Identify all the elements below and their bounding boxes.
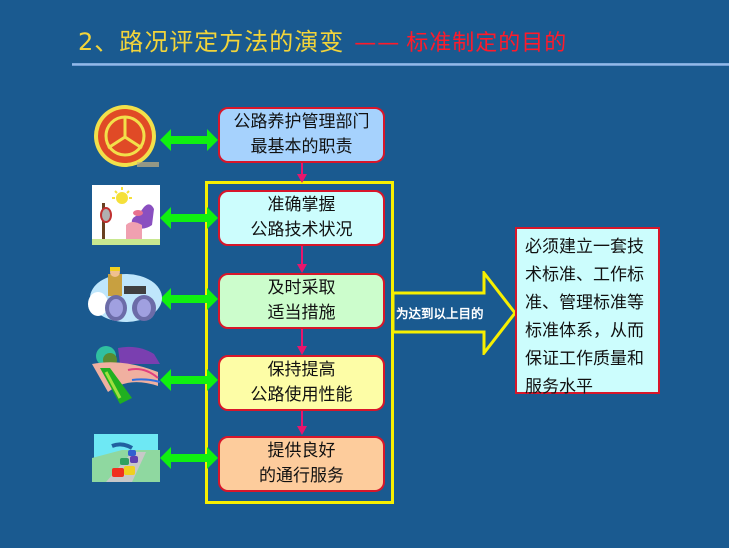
connector-line bbox=[301, 328, 303, 347]
top-box-duty: 公路养护管理部门最基本的职责 bbox=[218, 107, 385, 163]
arrow-label: 为达到以上目的 bbox=[396, 306, 484, 321]
title-divider bbox=[72, 63, 729, 66]
traffic-emblem-icon bbox=[94, 105, 159, 167]
connector-arrowhead bbox=[297, 346, 307, 355]
step-box-take-measures: 及时采取适当措施 bbox=[218, 273, 385, 329]
box-text: 准确掌握 bbox=[267, 195, 336, 215]
slide-title: 2、路况评定方法的演变 ——标准制定的目的 bbox=[78, 22, 567, 57]
traffic-cars-icon bbox=[92, 434, 160, 482]
box-text: 公路技术状况 bbox=[250, 220, 353, 240]
block-arrow-icon bbox=[392, 271, 517, 355]
step-box-good-service: 提供良好的通行服务 bbox=[218, 436, 385, 492]
double-arrow-icon bbox=[160, 369, 218, 391]
road-roller-icon bbox=[88, 267, 162, 322]
connector-arrowhead bbox=[297, 426, 307, 435]
result-line: 标准体系，从而 bbox=[525, 321, 644, 341]
connector-line bbox=[301, 163, 303, 175]
double-arrow-icon bbox=[160, 288, 218, 310]
result-line: 术标准、工作标 bbox=[525, 265, 644, 285]
connector-arrowhead bbox=[297, 264, 307, 273]
connector-line bbox=[301, 410, 303, 427]
double-arrow-icon bbox=[160, 129, 218, 151]
result-line: 保证工作质量和 bbox=[525, 349, 644, 369]
box-text: 及时采取 bbox=[267, 278, 336, 298]
landscape-road-icon bbox=[92, 346, 161, 404]
step-box-grasp-condition: 准确掌握公路技术状况 bbox=[218, 190, 385, 246]
box-text: 保持提高 bbox=[267, 360, 336, 380]
double-arrow-icon bbox=[160, 447, 218, 469]
connector-arrowhead bbox=[297, 174, 307, 183]
box-text: 最基本的职责 bbox=[250, 137, 353, 157]
title-dash: —— bbox=[354, 31, 401, 56]
result-line: 准、管理标准等 bbox=[525, 293, 644, 313]
connector-line bbox=[301, 245, 303, 265]
box-text: 公路使用性能 bbox=[250, 385, 353, 405]
box-text: 适当措施 bbox=[267, 303, 336, 323]
double-arrow-icon bbox=[160, 207, 218, 229]
box-text: 公路养护管理部门 bbox=[233, 112, 370, 132]
title-main: 2、路况评定方法的演变 bbox=[78, 28, 345, 56]
box-text: 的通行服务 bbox=[259, 466, 344, 486]
result-line: 服务水平 bbox=[525, 377, 593, 397]
ostrich-cartoon-icon bbox=[92, 185, 160, 245]
step-box-improve-performance: 保持提高公路使用性能 bbox=[218, 355, 385, 411]
box-text: 提供良好 bbox=[267, 441, 336, 461]
title-subtitle: 标准制定的目的 bbox=[406, 31, 568, 56]
result-box: 必须建立一套技 术标准、工作标 准、管理标准等 标准体系，从而 保证工作质量和 … bbox=[515, 227, 660, 397]
result-line: 必须建立一套技 bbox=[525, 237, 644, 257]
